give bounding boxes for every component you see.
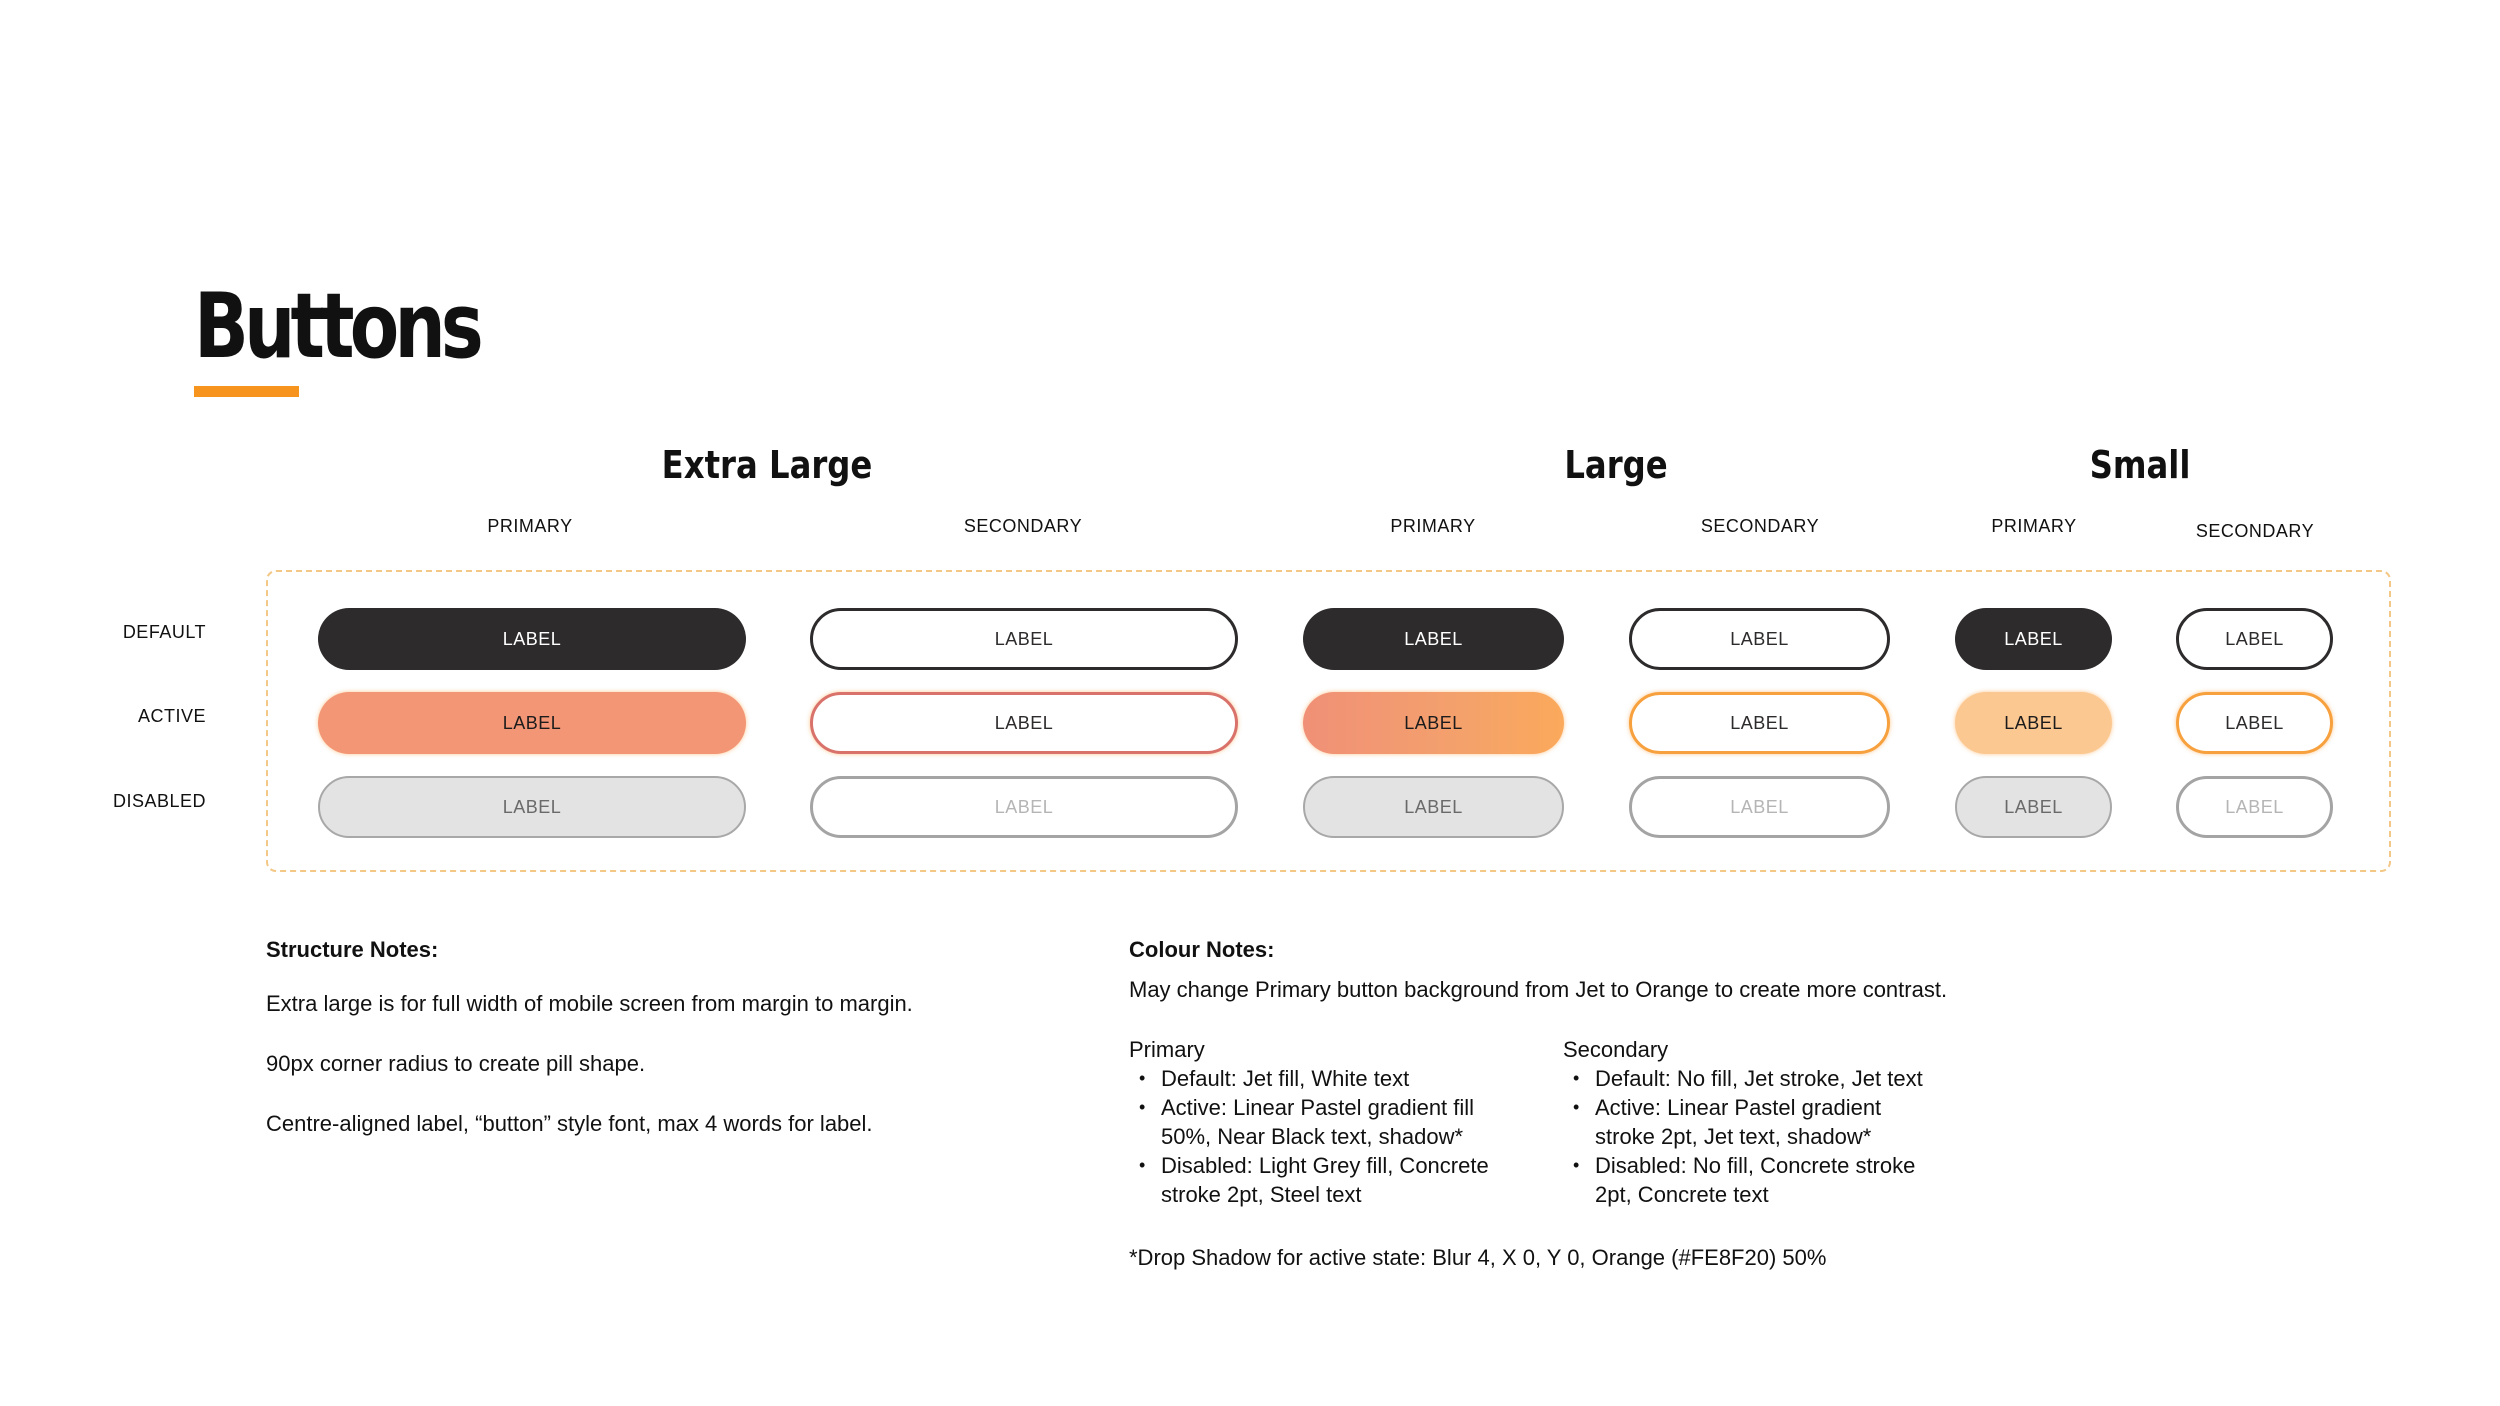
column-label-l-primary: PRIMARY: [1390, 516, 1476, 536]
title-underline: [194, 386, 299, 397]
s-primary-active-button[interactable]: LABEL: [1955, 692, 2112, 754]
row-label-active: ACTIVE: [137, 706, 206, 726]
secondary-colour-notes: Secondary Default: No fill, Jet stroke, …: [1563, 1035, 1943, 1209]
l-primary-default-button[interactable]: LABEL: [1303, 608, 1564, 670]
l-primary-disabled-button[interactable]: LABEL: [1303, 776, 1564, 838]
xl-secondary-active-button[interactable]: LABEL: [810, 692, 1238, 754]
colour-notes-heading: Colour Notes:: [1129, 937, 1275, 962]
list-item: Default: No fill, Jet stroke, Jet text: [1563, 1064, 1943, 1093]
list-item: Disabled: Light Grey fill, Concrete stro…: [1129, 1151, 1509, 1209]
column-label-xl-secondary: SECONDARY: [963, 516, 1083, 536]
secondary-notes-list: Default: No fill, Jet stroke, Jet text A…: [1563, 1064, 1943, 1209]
xl-primary-active-button[interactable]: LABEL: [318, 692, 746, 754]
primary-notes-title: Primary: [1129, 1037, 1205, 1062]
size-heading-extra-large: Extra Large: [661, 443, 873, 487]
l-primary-active-button[interactable]: LABEL: [1303, 692, 1564, 754]
structure-note-line: Centre-aligned label, “button” style fon…: [266, 1111, 873, 1136]
l-secondary-disabled-button[interactable]: LABEL: [1629, 776, 1890, 838]
colour-notes-intro: May change Primary button background fro…: [1129, 977, 1948, 1002]
l-secondary-default-button[interactable]: LABEL: [1629, 608, 1890, 670]
shadow-footnote: *Drop Shadow for active state: Blur 4, X…: [1129, 1245, 1827, 1270]
column-label-s-secondary: SECONDARY: [2195, 521, 2315, 541]
structure-notes-heading: Structure Notes:: [266, 937, 439, 962]
structure-note-line: Extra large is for full width of mobile …: [266, 991, 913, 1016]
l-secondary-active-button[interactable]: LABEL: [1629, 692, 1890, 754]
s-secondary-active-button[interactable]: LABEL: [2176, 692, 2333, 754]
list-item: Active: Linear Pastel gradient fill 50%,…: [1129, 1093, 1509, 1151]
structure-note-line: 90px corner radius to create pill shape.: [266, 1051, 646, 1076]
xl-secondary-disabled-button[interactable]: LABEL: [810, 776, 1238, 838]
column-label-l-secondary: SECONDARY: [1700, 516, 1820, 536]
size-heading-small: Small: [2089, 443, 2191, 487]
column-label-s-primary: PRIMARY: [1991, 516, 2077, 536]
xl-secondary-default-button[interactable]: LABEL: [810, 608, 1238, 670]
page-title: Buttons: [194, 274, 484, 379]
row-label-default: DEFAULT: [122, 622, 206, 642]
xl-primary-default-button[interactable]: LABEL: [318, 608, 746, 670]
secondary-notes-title: Secondary: [1563, 1037, 1669, 1062]
list-item: Active: Linear Pastel gradient stroke 2p…: [1563, 1093, 1943, 1151]
list-item: Default: Jet fill, White text: [1129, 1064, 1509, 1093]
s-secondary-disabled-button[interactable]: LABEL: [2176, 776, 2333, 838]
primary-colour-notes: Primary Default: Jet fill, White text Ac…: [1129, 1035, 1509, 1209]
s-secondary-default-button[interactable]: LABEL: [2176, 608, 2333, 670]
xl-primary-disabled-button[interactable]: LABEL: [318, 776, 746, 838]
size-heading-large: Large: [1564, 443, 1668, 487]
button-grid-container: [266, 570, 2391, 872]
s-primary-default-button[interactable]: LABEL: [1955, 608, 2112, 670]
row-label-disabled: DISABLED: [112, 791, 206, 811]
column-label-xl-primary: PRIMARY: [487, 516, 573, 536]
s-primary-disabled-button[interactable]: LABEL: [1955, 776, 2112, 838]
primary-notes-list: Default: Jet fill, White text Active: Li…: [1129, 1064, 1509, 1209]
list-item: Disabled: No fill, Concrete stroke 2pt, …: [1563, 1151, 1943, 1209]
